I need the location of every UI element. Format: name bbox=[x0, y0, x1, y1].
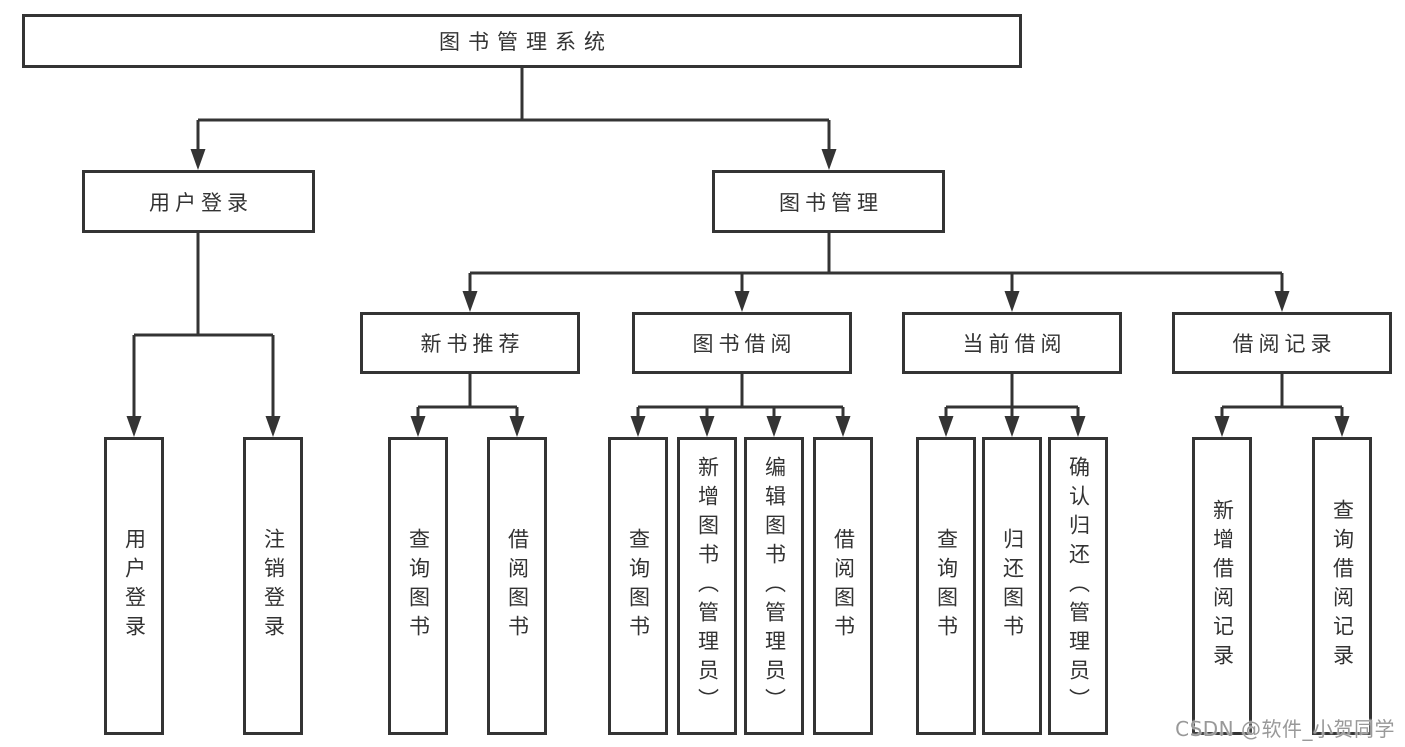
node-book-management: 图书管理 bbox=[712, 170, 945, 233]
arrowhead-icon bbox=[509, 416, 525, 437]
csdn-watermark: CSDN @软件_小贺同学 bbox=[1175, 717, 1395, 741]
node-root: 图书管理系统 bbox=[22, 14, 1022, 68]
arrowhead-icon bbox=[190, 149, 206, 170]
leaf-user-login-label: 用户登录 bbox=[122, 528, 147, 644]
leaf-add-borrow-record-label: 新增借阅记录 bbox=[1210, 499, 1235, 673]
arrowheads bbox=[126, 149, 1350, 437]
arrowhead-icon bbox=[1214, 416, 1230, 437]
arrowhead-icon bbox=[630, 416, 646, 437]
node-user-login: 用户登录 bbox=[82, 170, 315, 233]
arrowhead-icon bbox=[1004, 416, 1020, 437]
node-book-management-label: 图书管理 bbox=[779, 190, 883, 215]
node-user-login-label: 用户登录 bbox=[149, 190, 253, 215]
leaf-query-borrow-record: 查询借阅记录 bbox=[1312, 437, 1372, 735]
node-borrowing-records: 借阅记录 bbox=[1172, 312, 1392, 374]
connector-paths bbox=[132, 68, 1344, 423]
leaf-return-books-label: 归还图书 bbox=[1000, 528, 1025, 644]
leaf-query-books-current-label: 查询图书 bbox=[934, 528, 959, 644]
arrowhead-icon bbox=[766, 416, 782, 437]
arrowhead-icon bbox=[938, 416, 954, 437]
arrowhead-icon bbox=[462, 291, 478, 312]
leaf-query-books-recommend: 查询图书 bbox=[388, 437, 448, 735]
arrowhead-icon bbox=[699, 416, 715, 437]
arrowhead-icon bbox=[126, 416, 142, 437]
node-book-borrowing-label: 图书借阅 bbox=[692, 332, 797, 356]
leaf-confirm-return-admin-label: 确认归还（管理员） bbox=[1066, 455, 1091, 717]
leaf-query-borrow-record-label: 查询借阅记录 bbox=[1330, 499, 1355, 673]
leaf-user-login: 用户登录 bbox=[104, 437, 164, 735]
leaf-query-books-current: 查询图书 bbox=[916, 437, 976, 735]
leaf-logout-login: 注销登录 bbox=[243, 437, 303, 735]
leaf-borrow-books-borrowing: 借阅图书 bbox=[813, 437, 873, 735]
node-borrowing-records-label: 借阅记录 bbox=[1232, 332, 1337, 356]
arrowhead-icon bbox=[265, 416, 281, 437]
leaf-query-books-recommend-label: 查询图书 bbox=[406, 528, 431, 644]
arrowhead-icon bbox=[410, 416, 426, 437]
leaf-confirm-return-admin: 确认归还（管理员） bbox=[1048, 437, 1108, 735]
leaf-add-borrow-record: 新增借阅记录 bbox=[1192, 437, 1252, 735]
arrowhead-icon bbox=[1004, 291, 1020, 312]
leaf-edit-book-admin-label: 编辑图书（管理员） bbox=[762, 455, 787, 717]
arrowhead-icon bbox=[1334, 416, 1350, 437]
leaf-return-books: 归还图书 bbox=[982, 437, 1042, 735]
node-current-borrowing: 当前借阅 bbox=[902, 312, 1122, 374]
node-root-label: 图书管理系统 bbox=[439, 30, 613, 54]
arrowhead-icon bbox=[1070, 416, 1086, 437]
node-current-borrowing-label: 当前借阅 bbox=[962, 332, 1067, 356]
leaf-add-book-admin: 新增图书（管理员） bbox=[677, 437, 737, 735]
leaf-edit-book-admin: 编辑图书（管理员） bbox=[744, 437, 804, 735]
leaf-borrow-books-recommend-label: 借阅图书 bbox=[505, 528, 530, 644]
node-new-book-recommendation: 新书推荐 bbox=[360, 312, 580, 374]
node-new-book-recommendation-label: 新书推荐 bbox=[420, 332, 525, 356]
node-book-borrowing: 图书借阅 bbox=[632, 312, 852, 374]
leaf-borrow-books-borrowing-label: 借阅图书 bbox=[831, 528, 856, 644]
arrowhead-icon bbox=[835, 416, 851, 437]
arrowhead-icon bbox=[1274, 291, 1290, 312]
arrowhead-icon bbox=[734, 291, 750, 312]
leaf-logout-login-label: 注销登录 bbox=[261, 528, 286, 644]
leaf-add-book-admin-label: 新增图书（管理员） bbox=[695, 455, 720, 717]
leaf-borrow-books-recommend: 借阅图书 bbox=[487, 437, 547, 735]
arrowhead-icon bbox=[821, 149, 837, 170]
leaf-query-books-borrowing: 查询图书 bbox=[608, 437, 668, 735]
leaf-query-books-borrowing-label: 查询图书 bbox=[626, 528, 651, 644]
